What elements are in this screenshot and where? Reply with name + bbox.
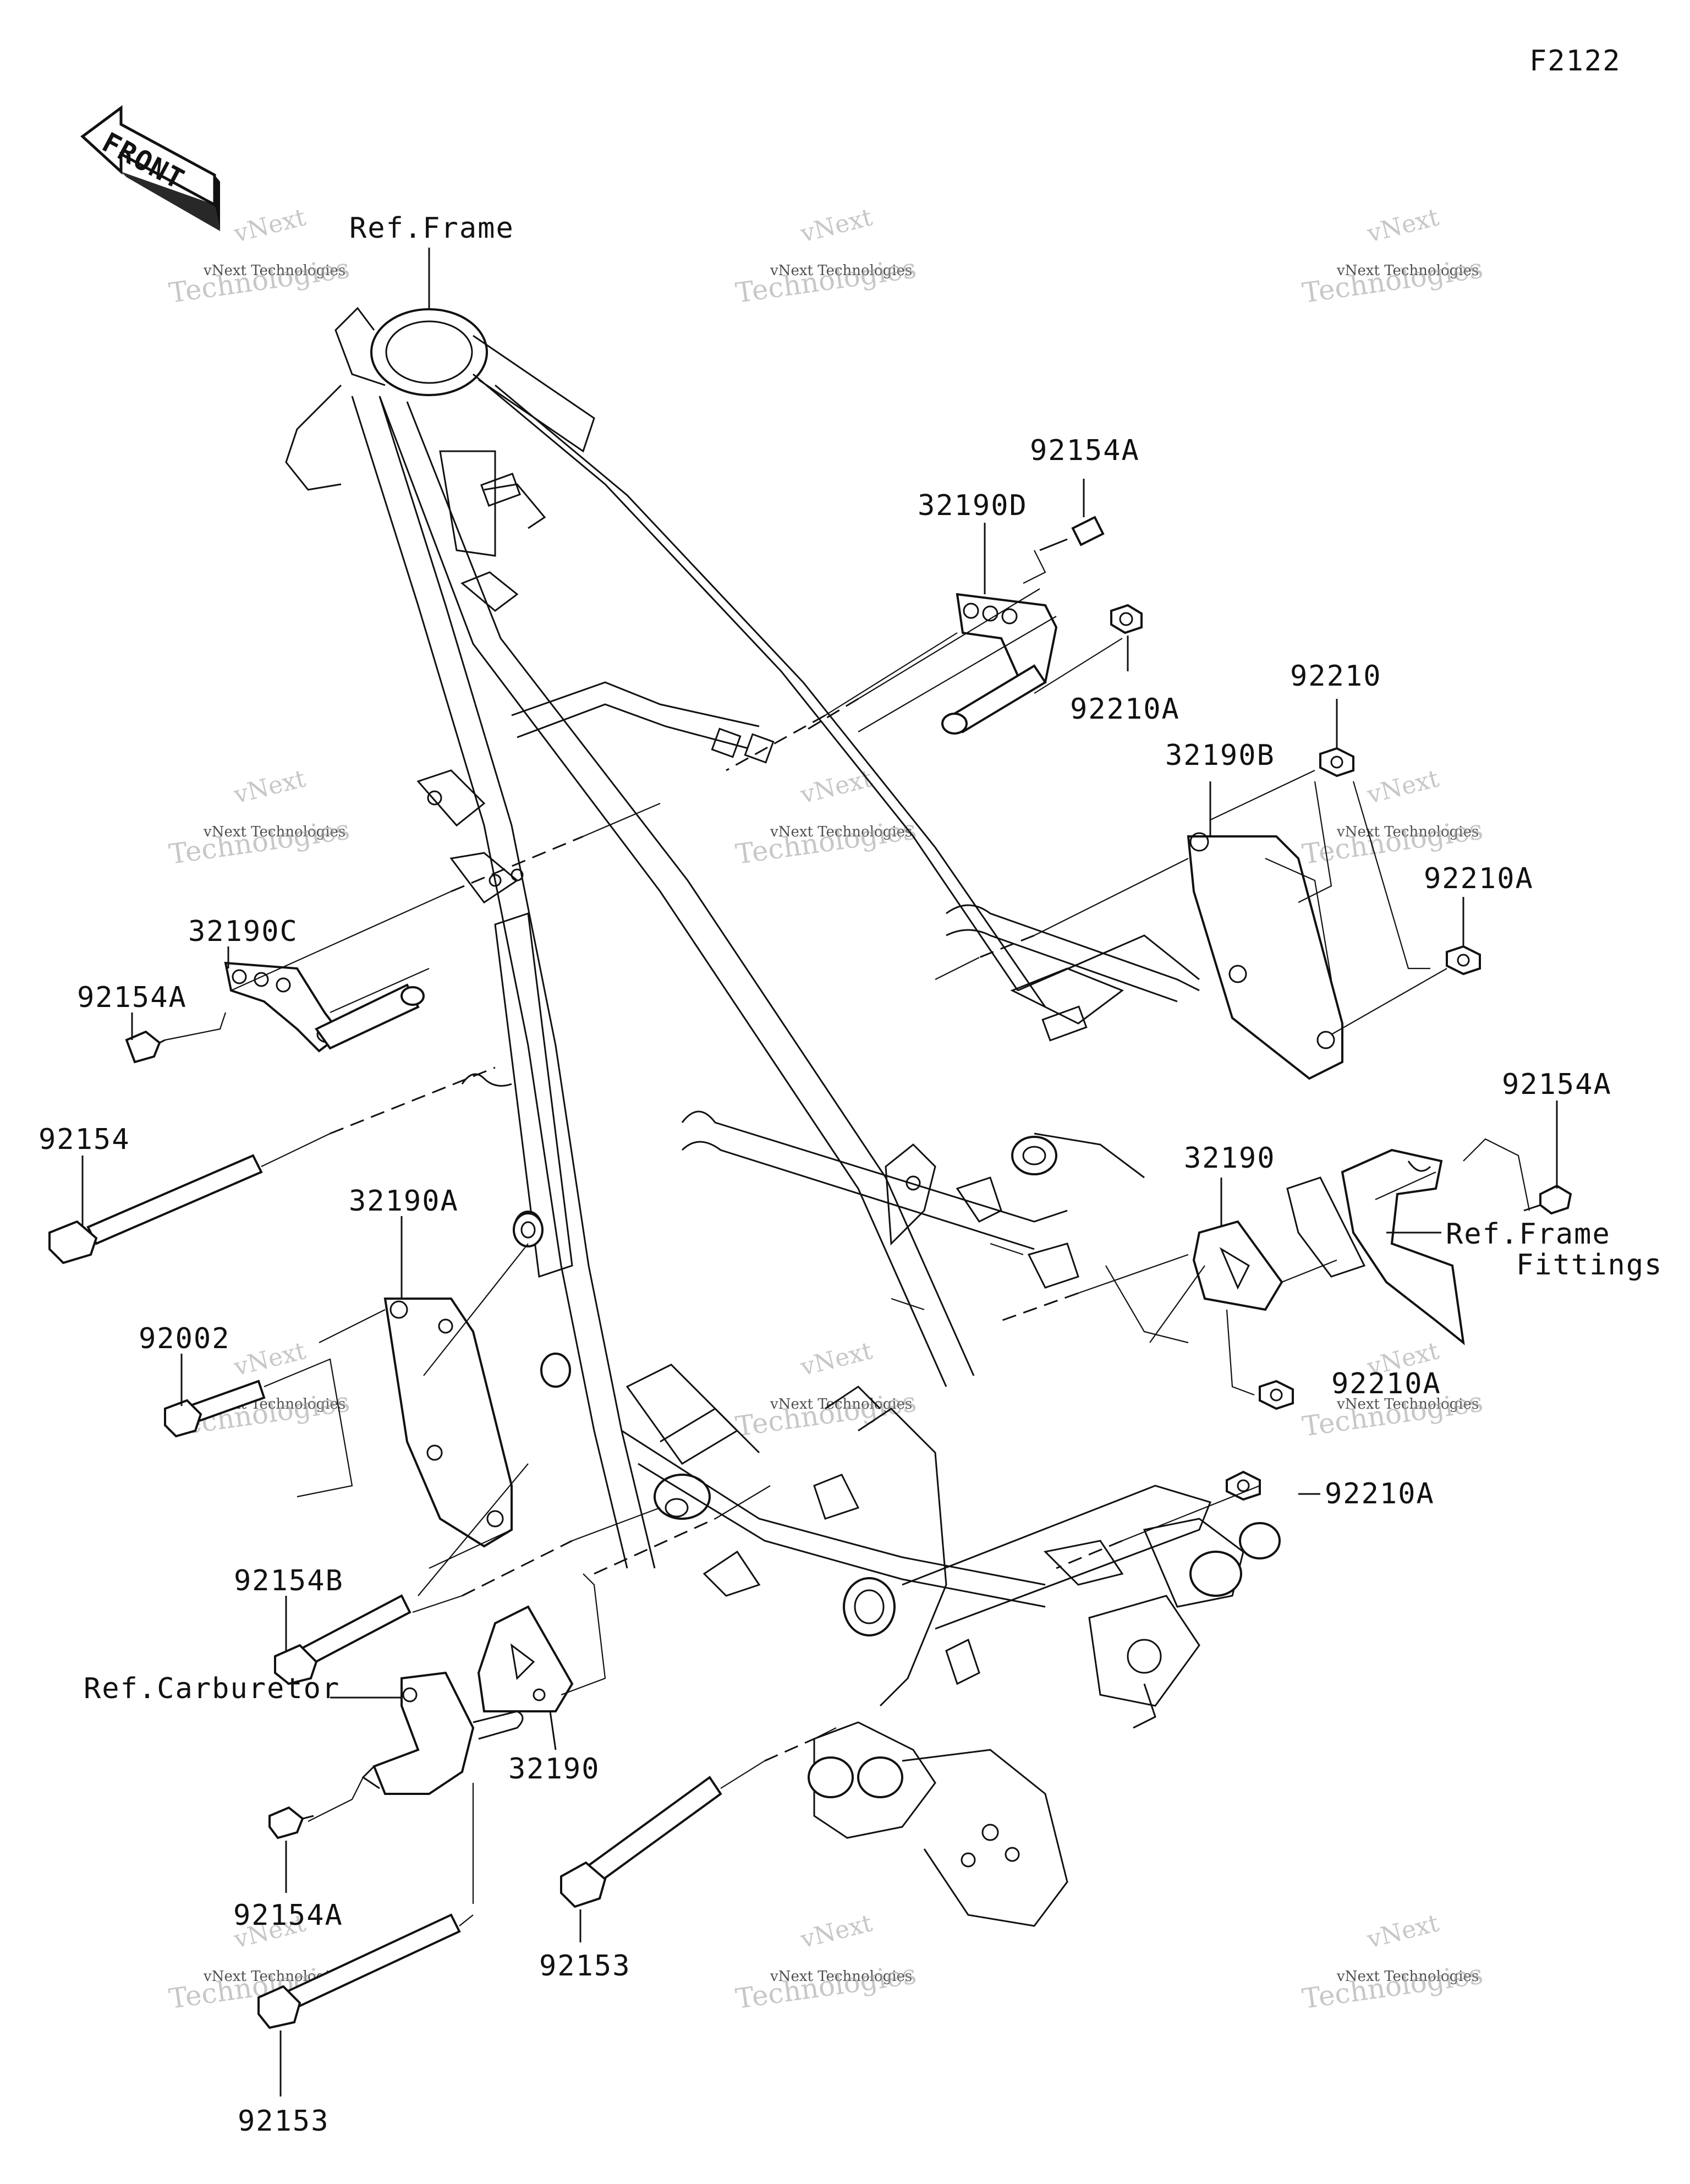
svg-text:vNext: vNext — [231, 764, 309, 809]
svg-text:vNext: vNext — [797, 764, 875, 809]
motorcycle-frame — [285, 306, 1281, 1927]
front-arrow-icon: FRONT — [80, 105, 220, 231]
nut-92210A-mid[interactable] — [1259, 1380, 1294, 1410]
label-ref-frame-fittings-2: Fittings — [1516, 1249, 1662, 1282]
ref-frame-fittings-bracket — [1286, 1148, 1465, 1345]
bolt-92154A-top[interactable] — [1039, 516, 1105, 551]
bolt-92154A-right[interactable] — [1523, 1184, 1572, 1215]
svg-text:vNext: vNext — [1364, 764, 1442, 809]
part-32190B[interactable] — [1187, 832, 1343, 1080]
nut-92210A-top[interactable] — [1110, 604, 1143, 634]
label-92210A-right: 92210A — [1424, 862, 1534, 895]
label-ref-frame: Ref.Frame — [349, 212, 514, 245]
label-32190C: 32190C — [188, 915, 298, 948]
label-92154: 92154 — [39, 1123, 130, 1156]
bolt-92154B[interactable] — [274, 1594, 411, 1685]
label-32190B: 32190B — [1165, 739, 1275, 772]
part-32190-right[interactable] — [1192, 1220, 1283, 1311]
label-92154A-right: 92154A — [1502, 1068, 1612, 1101]
label-32190A: 32190A — [349, 1185, 459, 1218]
label-32190-right: 32190 — [1184, 1142, 1276, 1175]
label-92154A-left: 92154A — [77, 981, 187, 1014]
spacer-32190D[interactable] — [941, 664, 1047, 735]
label-92154A-bottom: 92154A — [233, 1899, 343, 1932]
leader-lines — [81, 248, 1558, 2097]
label-92154A-top: 92154A — [1030, 434, 1140, 467]
svg-text:Technologies: Technologies — [1301, 252, 1485, 309]
steering-head — [370, 308, 488, 396]
label-92210A-top: 92210A — [1070, 693, 1180, 726]
ref-carburetor-bracket — [361, 1671, 524, 1795]
label-92153-mid: 92153 — [539, 1950, 631, 1983]
svg-text:vNext Technologies: vNext Technologies — [1336, 1968, 1479, 1985]
svg-text:vNext Technologies: vNext Technologies — [1336, 262, 1479, 279]
svg-text:vNext: vNext — [797, 1337, 875, 1382]
label-32190-lower: 32190 — [508, 1753, 600, 1786]
label-92153-bottom: 92153 — [238, 2105, 330, 2138]
svg-text:Technologies: Technologies — [734, 813, 919, 870]
svg-text:vNext: vNext — [1364, 203, 1442, 248]
labels: Ref.Frame 32190D 92154A 92210A 92210 321… — [39, 212, 1662, 2138]
svg-text:Technologies: Technologies — [734, 1386, 919, 1442]
svg-text:vNext Technologies: vNext Technologies — [203, 262, 345, 279]
nut-92210[interactable] — [1319, 747, 1354, 778]
diagram-code: F2122 — [1529, 45, 1621, 78]
label-ref-frame-fittings-1: Ref.Frame — [1446, 1218, 1611, 1251]
svg-text:Technologies: Technologies — [167, 252, 352, 309]
svg-text:vNext Technologies: vNext Technologies — [770, 262, 912, 279]
bolt-92153-bottom[interactable] — [257, 1913, 461, 2029]
svg-text:vNext Technologies: vNext Technologies — [1336, 824, 1479, 840]
label-ref-carburetor: Ref.Carburetor — [84, 1672, 340, 1705]
nut-92210A-right[interactable] — [1446, 945, 1481, 976]
label-92210A-mid: 92210A — [1331, 1367, 1441, 1400]
bolt-92002[interactable] — [164, 1380, 266, 1438]
svg-text:vNext: vNext — [797, 1909, 875, 1954]
part-32190A[interactable] — [383, 1298, 513, 1548]
svg-text:vNext: vNext — [1364, 1909, 1442, 1954]
bush-32190A[interactable] — [513, 1212, 544, 1247]
svg-text:vNext Technologies: vNext Technologies — [1336, 1396, 1479, 1413]
svg-text:vNext Technologies: vNext Technologies — [770, 1968, 912, 1985]
svg-text:vNext Technologies: vNext Technologies — [203, 824, 345, 840]
nut-92210A-lower[interactable] — [1226, 1470, 1261, 1501]
svg-text:Technologies: Technologies — [167, 813, 352, 870]
bolt-92154A-left[interactable] — [125, 1030, 166, 1064]
label-92154B: 92154B — [234, 1564, 344, 1597]
spacer-32190C[interactable] — [314, 983, 425, 1050]
svg-text:vNext: vNext — [231, 1337, 309, 1382]
svg-text:Technologies: Technologies — [734, 252, 919, 309]
svg-text:vNext Technologies: vNext Technologies — [770, 824, 912, 840]
bolt-92153-mid[interactable] — [560, 1776, 722, 1908]
svg-text:Technologies: Technologies — [1301, 1958, 1485, 2015]
label-32190D: 32190D — [918, 489, 1028, 522]
part-32190-lower[interactable] — [477, 1605, 574, 1712]
bolt-92154A-bottom[interactable] — [268, 1806, 314, 1840]
label-92210: 92210 — [1290, 660, 1382, 693]
label-92002: 92002 — [139, 1322, 231, 1355]
svg-text:Technologies: Technologies — [734, 1958, 919, 2015]
svg-text:vNext: vNext — [797, 203, 875, 248]
bolt-92154[interactable] — [48, 1154, 263, 1265]
label-92210A-lower: 92210A — [1325, 1477, 1435, 1510]
svg-text:vNext: vNext — [231, 203, 309, 248]
